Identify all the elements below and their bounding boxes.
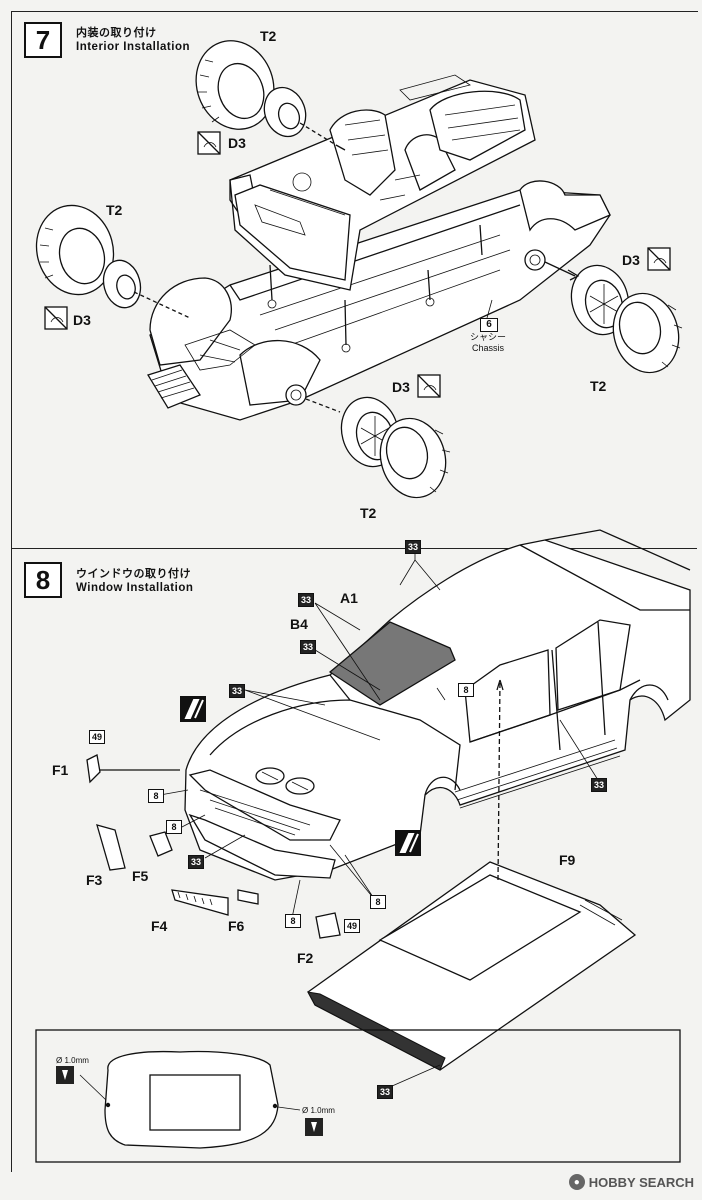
label-f4: F4 bbox=[151, 918, 168, 934]
paint-code-badge: 8 bbox=[166, 820, 182, 834]
step-divider bbox=[11, 548, 697, 549]
label-b4: B4 bbox=[290, 616, 308, 632]
no-glue-icon bbox=[197, 131, 221, 155]
step-title-en: Interior Installation bbox=[76, 41, 191, 53]
paint-code-badge: 33 bbox=[591, 778, 607, 792]
drill-icon bbox=[305, 1118, 323, 1136]
label-f6: F6 bbox=[228, 918, 245, 934]
paint-code-badge: 33 bbox=[188, 855, 204, 869]
label-t2: T2 bbox=[106, 202, 123, 218]
no-glue-icon bbox=[647, 247, 671, 271]
label-f5: F5 bbox=[132, 868, 149, 884]
drill-size-label: Ø 1.0mm bbox=[302, 1106, 335, 1115]
step-title-jp: ウインドウの取り付け bbox=[76, 568, 191, 580]
label-f3: F3 bbox=[86, 872, 103, 888]
watermark-logo-icon: ● bbox=[568, 1174, 585, 1190]
watermark: ● HOBBY SEARCH bbox=[568, 1174, 694, 1190]
reference-label-en: Chassis bbox=[471, 343, 504, 353]
label-f1: F1 bbox=[52, 762, 69, 778]
paint-code-badge: 8 bbox=[458, 683, 474, 697]
glue-icon bbox=[395, 830, 421, 856]
page-frame bbox=[11, 11, 698, 1172]
drill-size-label: Ø 1.0mm bbox=[56, 1056, 89, 1065]
label-d3: D3 bbox=[73, 312, 91, 328]
label-d3: D3 bbox=[392, 379, 410, 395]
label-t2: T2 bbox=[260, 28, 277, 44]
reference-label-jp: シャシー bbox=[469, 332, 506, 342]
label-f2: F2 bbox=[297, 950, 314, 966]
reference-step-number: 6 bbox=[480, 318, 498, 332]
chassis-reference: 6 シャシー Chassis bbox=[468, 318, 508, 354]
paint-code-badge: 33 bbox=[405, 540, 421, 554]
paint-code-badge: 8 bbox=[370, 895, 386, 909]
label-a1: A1 bbox=[340, 590, 358, 606]
step-title-jp: 内装の取り付け bbox=[76, 27, 157, 39]
watermark-text: HOBBY SEARCH bbox=[588, 1174, 694, 1190]
paint-code-badge: 33 bbox=[377, 1085, 393, 1099]
step-number: 8 bbox=[24, 562, 62, 598]
paint-code-badge: 8 bbox=[285, 914, 301, 928]
paint-code-badge: 49 bbox=[344, 919, 360, 933]
paint-code-badge: 33 bbox=[229, 684, 245, 698]
no-glue-icon bbox=[417, 374, 441, 398]
step-number: 7 bbox=[24, 22, 62, 58]
label-f9: F9 bbox=[559, 852, 576, 868]
label-t2: T2 bbox=[590, 378, 607, 394]
no-glue-icon bbox=[44, 306, 68, 330]
label-t2: T2 bbox=[360, 505, 377, 521]
drill-icon bbox=[56, 1066, 74, 1084]
label-d3: D3 bbox=[622, 252, 640, 268]
paint-code-badge: 49 bbox=[89, 730, 105, 744]
paint-code-badge: 33 bbox=[298, 593, 314, 607]
step-title-en: Window Installation bbox=[76, 582, 194, 594]
glue-icon bbox=[180, 696, 206, 722]
label-d3: D3 bbox=[228, 135, 246, 151]
paint-code-badge: 33 bbox=[300, 640, 316, 654]
paint-code-badge: 8 bbox=[148, 789, 164, 803]
